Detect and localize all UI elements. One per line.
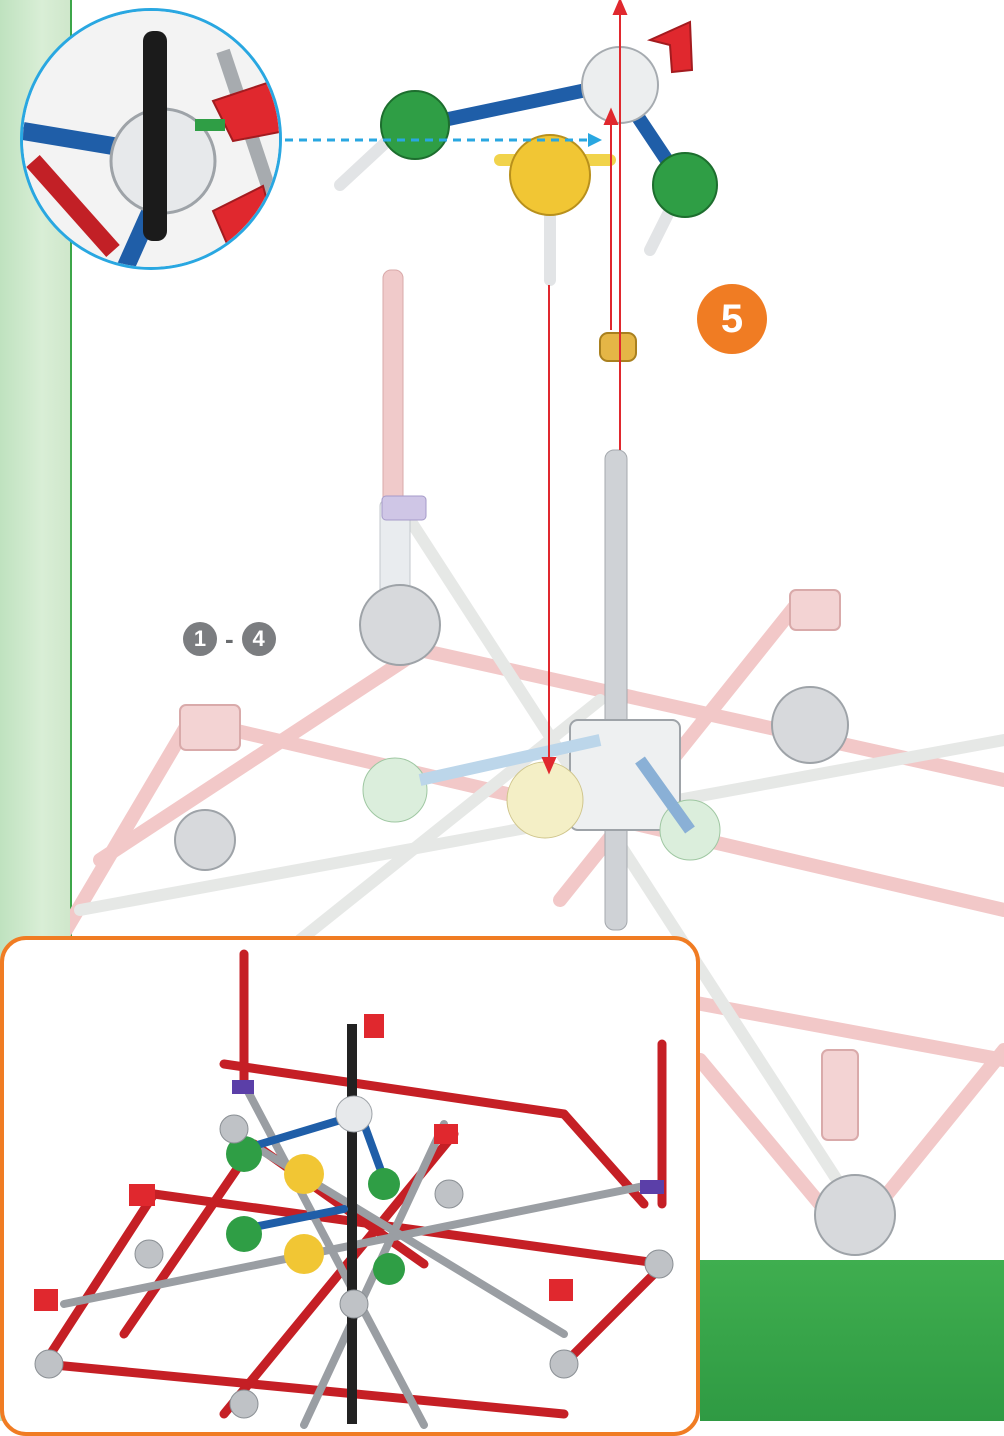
bottom-green-bar (700, 1260, 1004, 1421)
previous-steps-range: 1 - 4 (183, 622, 276, 656)
main-assembly-illustration (70, 0, 1004, 1256)
zoom-detail-icon (23, 11, 279, 267)
range-start: 1 (183, 622, 217, 656)
range-end: 4 (241, 622, 276, 656)
step-number-badge: 5 (697, 284, 767, 354)
preview-model-illustration (34, 949, 674, 1429)
completed-model-preview (0, 936, 700, 1436)
zoom-detail-circle (20, 8, 282, 270)
range-separator: - (225, 623, 234, 654)
